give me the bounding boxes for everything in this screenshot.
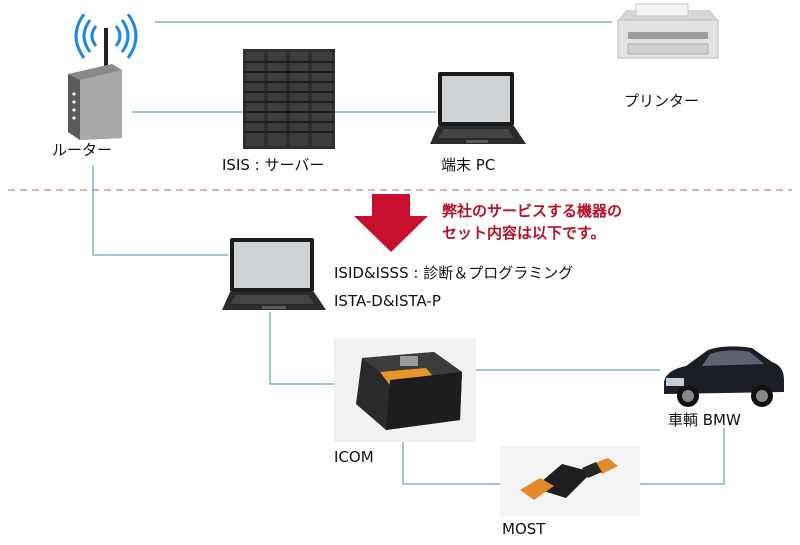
server-label: ISIS : サーバー — [222, 156, 325, 174]
icom-device-icon — [356, 352, 462, 430]
most-photo — [500, 446, 640, 516]
terminal-label: 端末 PC — [441, 156, 496, 174]
icom-label: ICOM — [334, 448, 374, 466]
icom-photo — [334, 338, 476, 442]
car-icon — [664, 346, 784, 407]
software-label-1: ISID&ISSS : 診断＆プログラミング — [334, 264, 574, 282]
notice-text: 弊社のサービスする機器の セット内容は以下です。 — [442, 200, 622, 244]
wifi-router-icon — [68, 14, 138, 140]
most-cable-icon — [520, 458, 618, 500]
car-label: 車輌 BMW — [668, 411, 741, 429]
down-arrow-icon — [354, 194, 428, 252]
router-label: ルーター — [52, 141, 113, 159]
laptop-icon — [430, 72, 526, 144]
notice-line-2: セット内容は以下です。 — [442, 224, 606, 242]
printer-label: プリンター — [624, 92, 700, 110]
laptop-icon — [222, 238, 326, 310]
printer-icon — [617, 3, 719, 59]
most-label: MOST — [502, 520, 546, 538]
notice-line-1: 弊社のサービスする機器の — [442, 202, 623, 220]
software-label-2: ISTA-D&ISTA-P — [334, 292, 441, 310]
server-rack-icon — [243, 49, 335, 149]
